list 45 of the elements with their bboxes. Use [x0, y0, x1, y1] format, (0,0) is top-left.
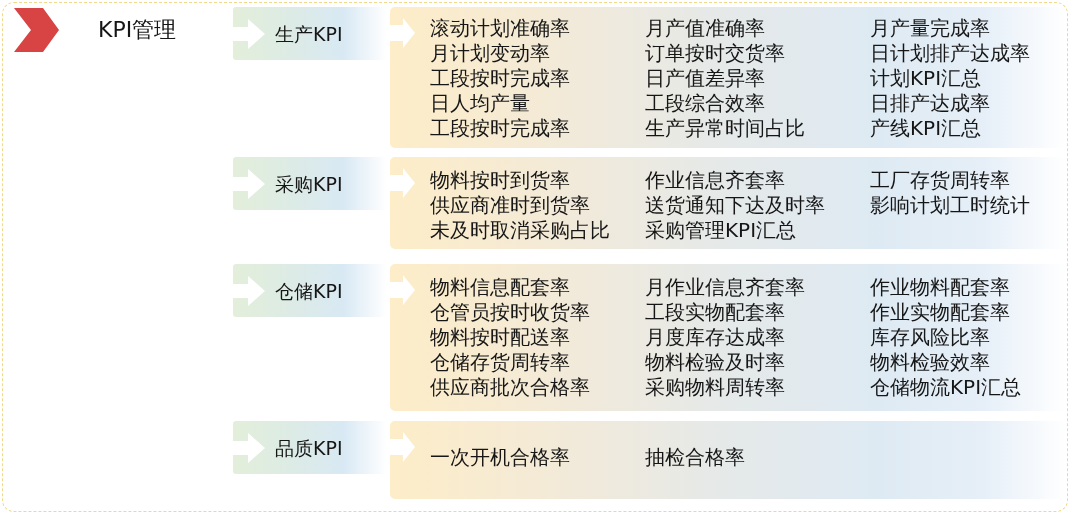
kpi-label: 仓储物流KPI汇总	[870, 375, 1022, 400]
kpi-label: 物料按时到货率	[430, 168, 570, 193]
kpi-label: 日计划排产达成率	[870, 41, 1030, 66]
kpi-label: 作业物料配套率	[870, 275, 1010, 300]
kpi-label: 订单按时交货率	[645, 41, 785, 66]
kpi-label: 物料信息配套率	[430, 275, 570, 300]
kpi-label: 库存风险比率	[870, 325, 990, 350]
kpi-label: 仓储存货周转率	[430, 350, 570, 375]
kpi-label: 采购物料周转率	[645, 375, 785, 400]
kpi-label: 仓管员按时收货率	[430, 300, 590, 325]
kpi-label: 作业实物配套率	[870, 300, 1010, 325]
category-label: 仓储KPI	[275, 278, 343, 303]
kpi-label: 抽检合格率	[645, 445, 745, 470]
kpi-label: 日排产达成率	[870, 91, 990, 116]
kpi-label: 供应商准时到货率	[430, 193, 590, 218]
kpi-label: 送货通知下达及时率	[645, 193, 825, 218]
kpi-label: 日人均产量	[430, 91, 530, 116]
category-label: 生产KPI	[275, 21, 343, 46]
category-label: 采购KPI	[275, 171, 343, 196]
kpi-label: 计划KPI汇总	[870, 66, 982, 91]
kpi-label: 工段按时完成率	[430, 66, 570, 91]
kpi-label: 物料检验及时率	[645, 350, 785, 375]
kpi-label: 一次开机合格率	[430, 445, 570, 470]
kpi-label: 物料检验效率	[870, 350, 990, 375]
kpi-label: 生产异常时间占比	[645, 116, 805, 141]
kpi-label: 日产值差异率	[645, 66, 765, 91]
kpi-label: 工厂存货周转率	[870, 168, 1010, 193]
kpi-label: 产线KPI汇总	[870, 116, 982, 141]
kpi-label: 未及时取消采购占比	[430, 218, 610, 243]
kpi-label: 滚动计划准确率	[430, 16, 570, 41]
kpi-label: 月产量完成率	[870, 16, 990, 41]
kpi-label: 供应商批次合格率	[430, 375, 590, 400]
kpi-label: 月产值准确率	[645, 16, 765, 41]
category-label: 品质KPI	[275, 435, 343, 460]
kpi-label: 物料按时配送率	[430, 325, 570, 350]
kpi-label: 月度库存达成率	[645, 325, 785, 350]
kpi-label: 作业信息齐套率	[645, 168, 785, 193]
kpi-label: 月作业信息齐套率	[645, 275, 805, 300]
kpi-label: 工段实物配套率	[645, 300, 785, 325]
kpi-label: 工段按时完成率	[430, 116, 570, 141]
title: KPI管理	[98, 16, 177, 44]
kpi-label: 采购管理KPI汇总	[645, 218, 797, 243]
kpi-label: 月计划变动率	[430, 41, 550, 66]
kpi-label: 工段综合效率	[645, 91, 765, 116]
kpi-label: 影响计划工时统计	[870, 193, 1030, 218]
